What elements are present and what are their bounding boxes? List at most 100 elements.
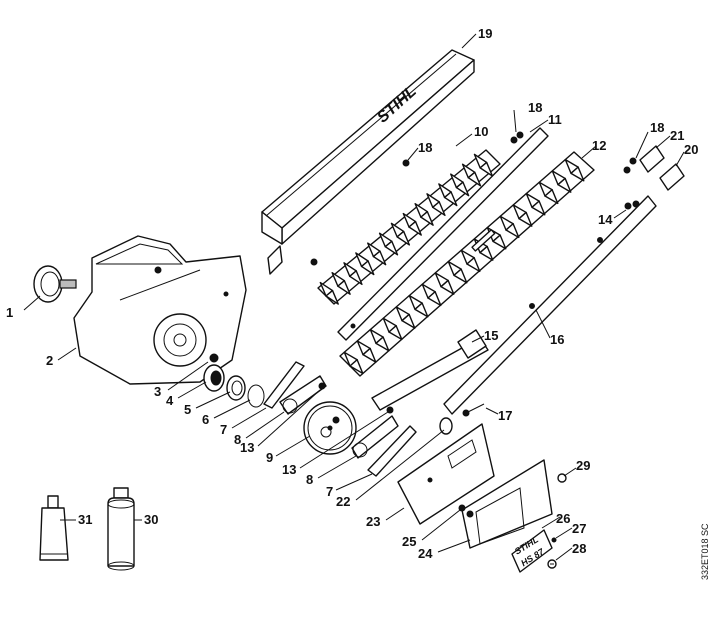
cutter-tooth [531, 200, 546, 216]
cutter-tooth [492, 234, 507, 250]
part-8-connecting-rod-2 [351, 415, 399, 459]
label-22: 22 [336, 494, 350, 509]
part-15-guide [371, 329, 489, 411]
label-11: 11 [548, 112, 562, 127]
label-7b: 7 [326, 484, 333, 499]
cutter-tooth [570, 166, 585, 182]
label-19: 19 [478, 26, 492, 41]
cutter-tooth [427, 291, 442, 307]
label-2: 2 [46, 353, 53, 368]
part-1-cap [33, 265, 77, 303]
part-12-lower-cutter-blade [339, 151, 595, 377]
cutter-tooth [466, 257, 481, 273]
cutter-tooth [467, 171, 482, 187]
cutter-tooth [349, 270, 363, 286]
part-16-long-bar [443, 195, 657, 415]
label-18a: 18 [650, 120, 664, 135]
label-21: 21 [670, 128, 684, 143]
label-3: 3 [154, 384, 161, 399]
label-31: 31 [78, 512, 92, 527]
part-6-ring [247, 384, 265, 408]
part-30-oil-bottle [107, 487, 135, 571]
drawing-code: 332ET018 SC [700, 523, 710, 580]
part-24-cover [461, 459, 553, 549]
cutter-tooth [453, 268, 468, 284]
cutter-tooth [420, 211, 434, 226]
part-10-upper-cutter-blade [317, 149, 501, 305]
cutter-tooth [544, 189, 559, 205]
cutter-tooth [388, 325, 403, 341]
part-5-washer [226, 375, 246, 401]
cutter-tooth [443, 191, 458, 207]
cutter-tooth [384, 240, 399, 256]
part-11-flat-bar [337, 127, 549, 341]
label-30: 30 [144, 512, 158, 527]
cutter-tooth [440, 279, 455, 295]
label-24: 24 [418, 546, 433, 561]
small-nuts [310, 131, 640, 266]
part-13-washer [318, 382, 326, 390]
label-13: 13 [240, 440, 254, 455]
part-28-screw [547, 559, 557, 569]
part-27-pin [551, 537, 557, 543]
cutter-tooth [557, 177, 572, 193]
label-6: 6 [202, 412, 209, 427]
cutter-tooth [362, 347, 377, 363]
label-29: 29 [576, 458, 590, 473]
cutter-tooth [518, 211, 533, 227]
label-4: 4 [166, 393, 174, 408]
cutter-tooth [360, 260, 375, 276]
label-20: 20 [684, 142, 698, 157]
part-2-gear-housing [73, 235, 247, 385]
label-18c: 18 [418, 140, 432, 155]
cutter-tooth [479, 161, 494, 177]
cutter-tooth [408, 220, 422, 236]
part-8-connecting-rod [279, 375, 327, 415]
label-13b: 13 [282, 462, 296, 477]
part-4-bearing [203, 364, 225, 392]
label-18b: 18 [528, 100, 542, 115]
label-1: 1 [6, 305, 13, 320]
label-8b: 8 [306, 472, 313, 487]
part-31-grease-tube [39, 495, 69, 561]
label-14: 14 [598, 212, 613, 227]
cutter-tooth [396, 230, 411, 246]
label-27: 27 [572, 521, 586, 536]
label-8: 8 [234, 432, 241, 447]
part-number-labels: 1 2 3 4 5 6 7 8 13 9 13 8 7 22 23 25 24 … [6, 26, 698, 561]
cutter-tooth [414, 302, 429, 318]
label-9: 9 [266, 450, 273, 465]
cutter-tooth [401, 313, 416, 329]
label-10: 10 [474, 124, 488, 139]
part-13-washer-2 [386, 406, 394, 414]
part-9-drive-gear [303, 401, 357, 455]
label-16: 16 [550, 332, 564, 347]
part-23-cover-plate [397, 423, 495, 525]
label-23: 23 [366, 514, 380, 529]
part-7-plate [263, 361, 305, 409]
part-25-screw [458, 504, 466, 512]
leader-lines [23, 33, 685, 561]
part-3-nut [209, 353, 219, 363]
label-12: 12 [592, 138, 606, 153]
part-21-end-cap [639, 145, 665, 173]
cutter-tooth [479, 245, 494, 261]
cutter-tooth [375, 336, 390, 352]
label-17: 17 [498, 408, 512, 423]
label-5: 5 [184, 402, 191, 417]
label-26: 26 [556, 511, 570, 526]
cutter-tooth [455, 181, 470, 197]
cutter-tooth [505, 223, 520, 239]
label-28: 28 [572, 541, 586, 556]
cutter-tooth [325, 289, 339, 305]
label-25: 25 [402, 534, 416, 549]
part-26-name-plate: STIHL HS 87 [511, 529, 553, 573]
part-17-screw [462, 403, 485, 417]
cutter-tooth [432, 201, 446, 217]
part-20-end-cap [659, 163, 685, 191]
cutter-tooth [372, 250, 387, 266]
part-22-washer [439, 417, 453, 435]
part-7-plate-2 [367, 425, 417, 477]
label-15: 15 [484, 328, 498, 343]
